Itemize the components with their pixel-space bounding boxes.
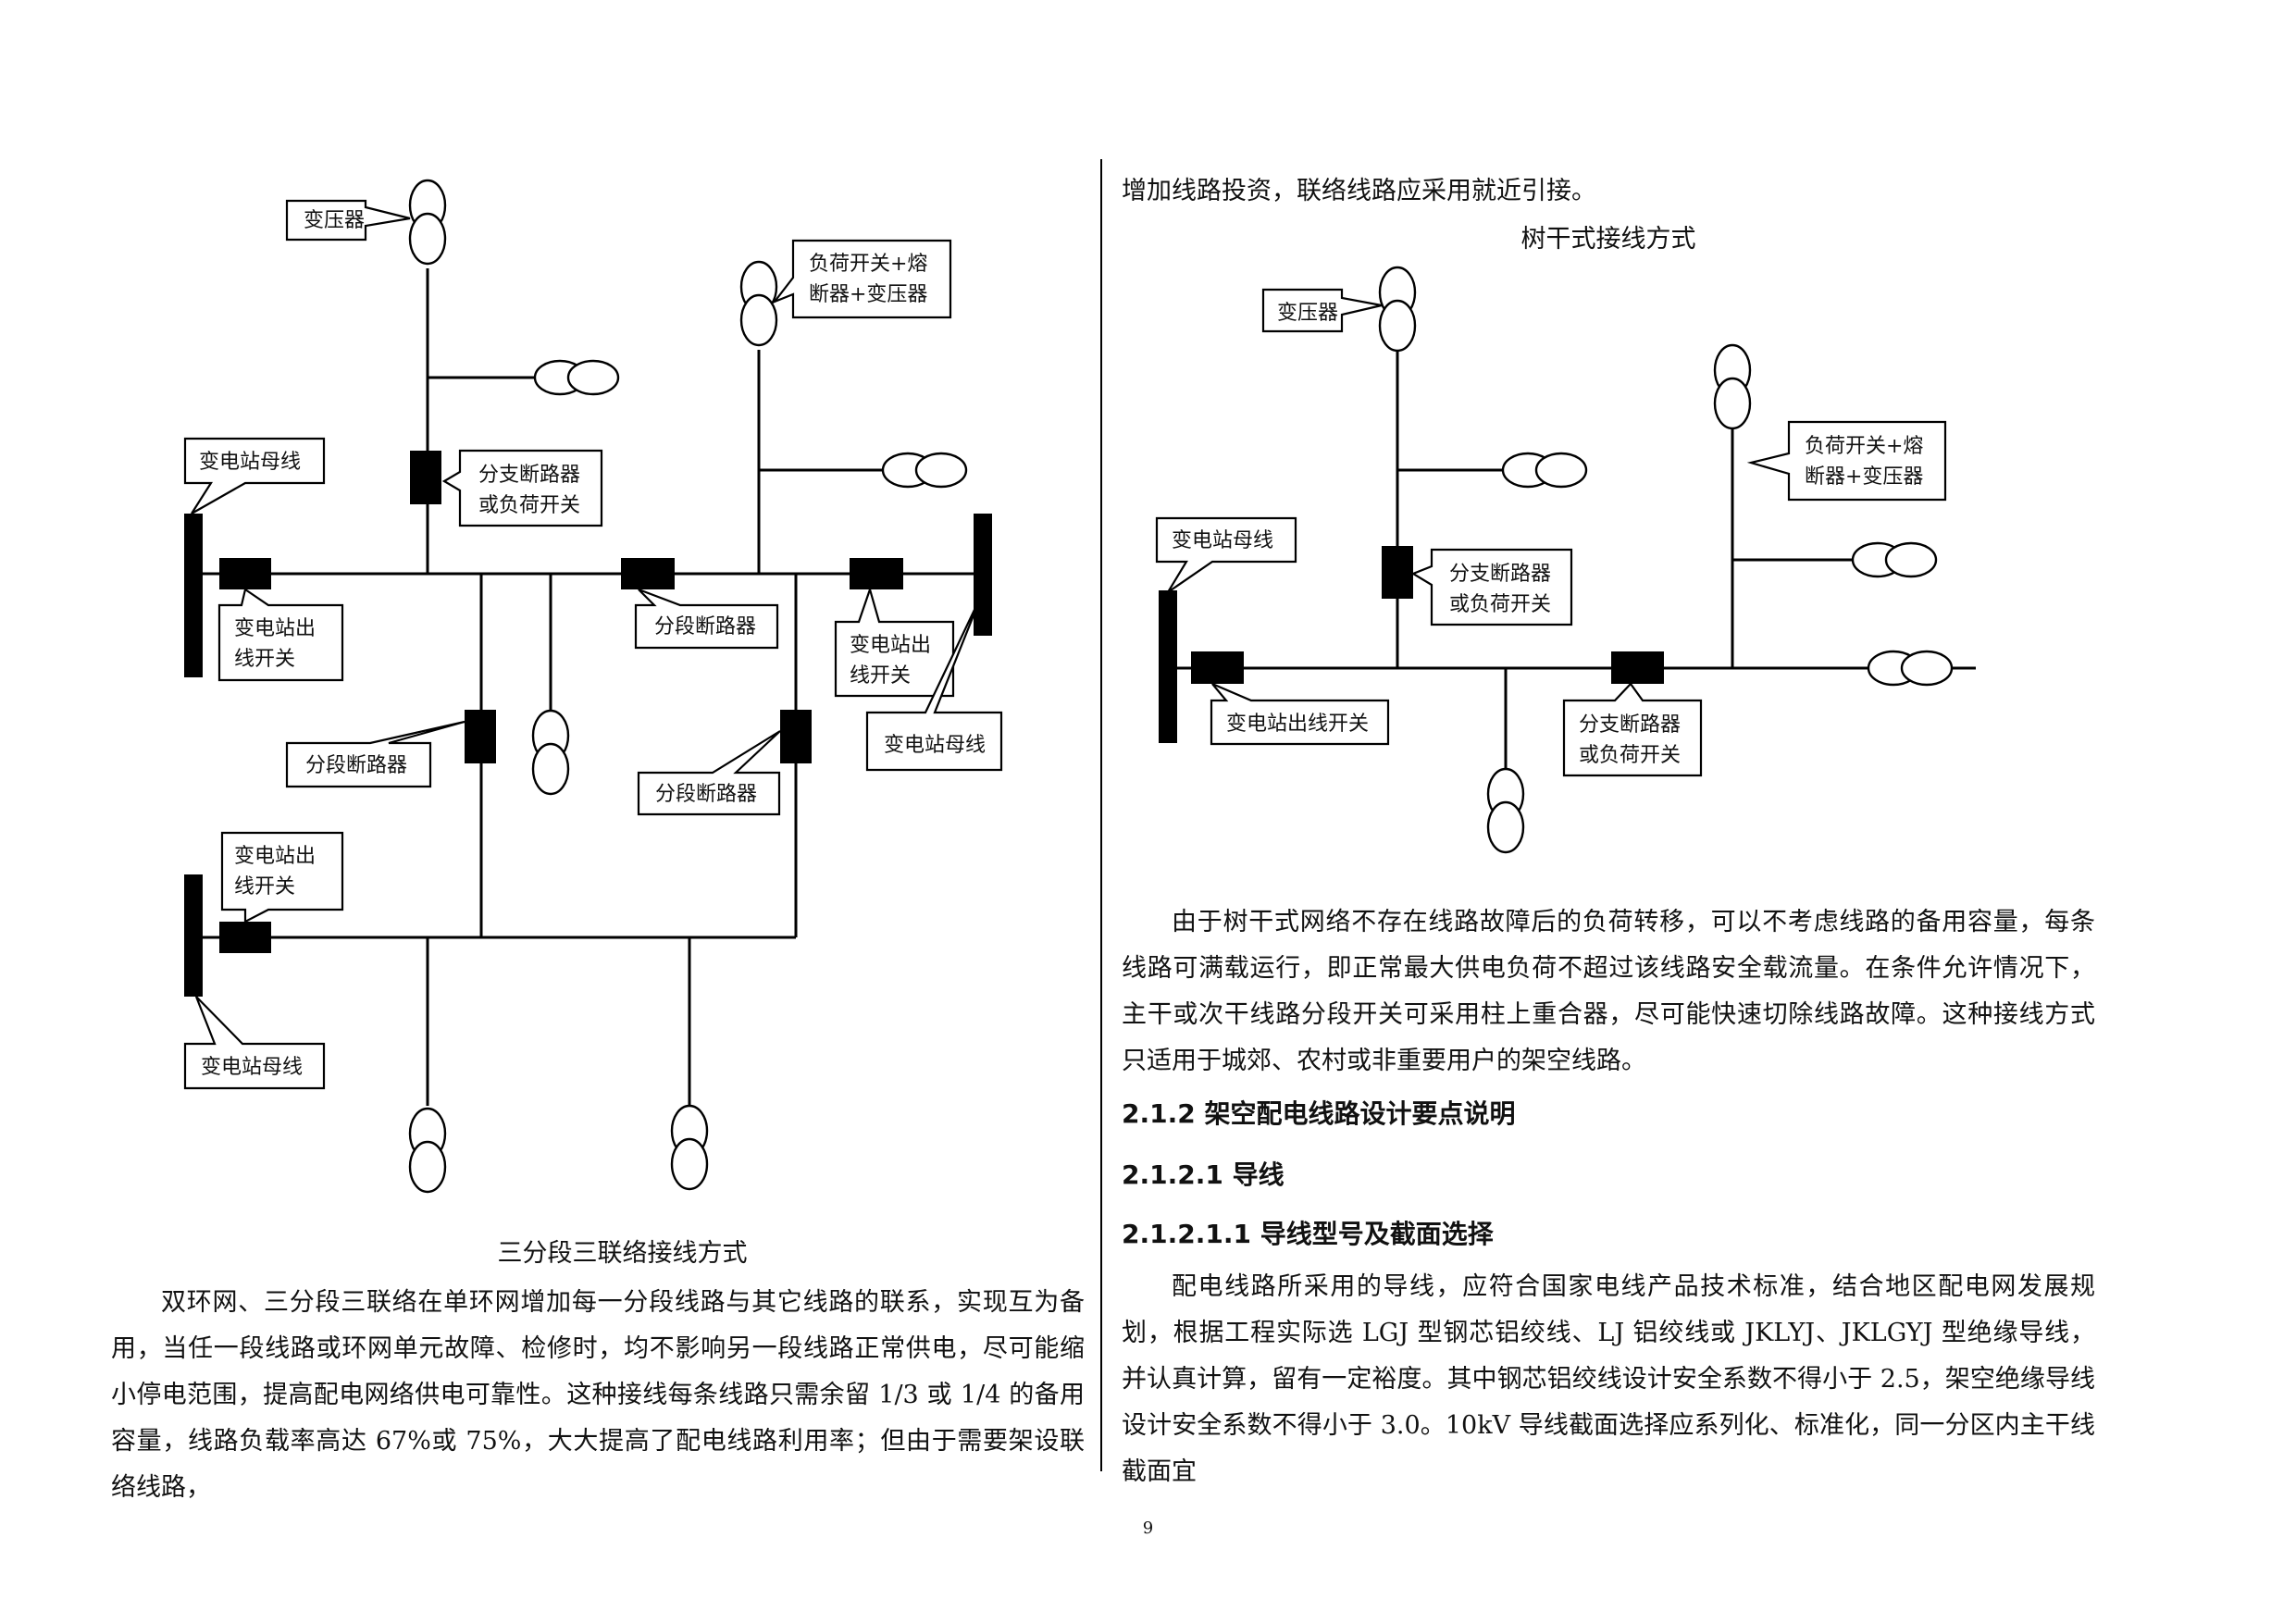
svg-text:负荷开关+熔: 负荷开关+熔 bbox=[809, 253, 927, 276]
transformer-icon bbox=[533, 359, 620, 396]
callout-sectional-branch: 分支断路器 或负荷开关 bbox=[1562, 682, 1703, 777]
section-heading: 2.1.2 架空配电线路设计要点说明 bbox=[1122, 1098, 1516, 1129]
svg-text:变电站出: 变电站出 bbox=[234, 617, 316, 640]
transformer-icon bbox=[739, 260, 778, 347]
transformer-icon bbox=[1851, 541, 1938, 578]
svg-text:变电站母线: 变电站母线 bbox=[199, 451, 301, 474]
transformer-icon bbox=[1486, 767, 1525, 854]
switch bbox=[219, 922, 271, 953]
transformer-icon bbox=[408, 179, 447, 266]
switch bbox=[780, 710, 812, 763]
svg-text:变电站母线: 变电站母线 bbox=[884, 734, 986, 757]
svg-text:或负荷开关: 或负荷开关 bbox=[1449, 593, 1551, 616]
transformer-icon bbox=[1713, 343, 1752, 430]
switch bbox=[410, 451, 441, 504]
callout-substation-bus: 变电站母线 bbox=[1155, 516, 1297, 593]
right-paragraph-2: 配电线路所采用的导线，应符合国家电线产品技术标准，结合地区配电网发展规划，根据工… bbox=[1122, 1272, 2095, 1486]
switch bbox=[465, 710, 496, 763]
column-divider bbox=[1100, 159, 1102, 1471]
subsubsection-heading: 2.1.2.1.1 导线型号及截面选择 bbox=[1122, 1219, 1494, 1249]
callout-substation-outlet-switch: 变电站出线开关 bbox=[1210, 682, 1390, 746]
svg-text:分支断路器: 分支断路器 bbox=[1579, 713, 1681, 737]
callout-load-switch: 负荷开关+熔 断器+变压器 bbox=[771, 239, 952, 319]
svg-text:变压器: 变压器 bbox=[304, 209, 365, 232]
callout-substation-outlet: 变电站出 线开关 bbox=[217, 588, 344, 682]
transformer-icon bbox=[1867, 650, 1954, 687]
svg-text:线开关: 线开关 bbox=[850, 664, 911, 688]
svg-text:或负荷开关: 或负荷开关 bbox=[478, 494, 580, 517]
transformer-icon bbox=[531, 709, 570, 796]
transformer-icon bbox=[1378, 266, 1417, 353]
svg-text:分段断路器: 分段断路器 bbox=[654, 615, 756, 638]
callout-sectional-breaker: 分段断路器 bbox=[634, 588, 779, 650]
svg-text:断器+变压器: 断器+变压器 bbox=[809, 283, 927, 306]
callout-sectional-breaker: 分段断路器 bbox=[285, 720, 465, 788]
svg-text:断器+变压器: 断器+变压器 bbox=[1805, 465, 1923, 489]
svg-text:变电站出: 变电站出 bbox=[850, 634, 931, 657]
subsection-heading: 2.1.2.1 导线 bbox=[1122, 1159, 1285, 1190]
bus-bar bbox=[184, 514, 203, 677]
switch bbox=[1382, 546, 1413, 599]
svg-text:线开关: 线开关 bbox=[234, 875, 295, 899]
svg-text:变电站母线: 变电站母线 bbox=[1172, 529, 1273, 552]
transformer-icon bbox=[670, 1104, 709, 1191]
switch bbox=[219, 558, 271, 589]
svg-text:分段断路器: 分段断路器 bbox=[305, 754, 407, 777]
callout-substation-outlet: 变电站出 线开关 bbox=[220, 831, 344, 924]
switch bbox=[1191, 651, 1244, 684]
right-diagram: 变压器 负荷开关+熔 断器+变压器 变电站母线 分支断路器 或负荷开关 变电站出… bbox=[1155, 266, 1976, 854]
svg-text:变压器: 变压器 bbox=[1277, 302, 1338, 325]
callout-substation-outlet: 变电站出 线开关 bbox=[834, 586, 955, 698]
svg-text:变电站母线: 变电站母线 bbox=[201, 1056, 303, 1079]
right-continuation: 增加线路投资，联络线路应采用就近引接。 bbox=[1122, 177, 1596, 205]
callout-substation-bus: 变电站母线 bbox=[865, 591, 1003, 772]
callout-branch-breaker: 分支断路器 或负荷开关 bbox=[1410, 548, 1573, 626]
callout-transformer: 变压器 bbox=[1261, 288, 1383, 333]
callout-branch-breaker: 分支断路器 或负荷开关 bbox=[441, 449, 603, 527]
right-paragraph-1: 由于树干式网络不存在线路故障后的负荷转移，可以不考虑线路的备用容量，每条线路可满… bbox=[1122, 908, 2095, 1075]
transformer-icon bbox=[881, 452, 968, 489]
transformer-icon bbox=[408, 1107, 447, 1194]
callout-load-switch: 负荷开关+熔 断器+变压器 bbox=[1746, 420, 1947, 502]
svg-text:负荷开关+熔: 负荷开关+熔 bbox=[1805, 435, 1923, 458]
svg-text:变电站出: 变电站出 bbox=[234, 845, 316, 868]
right-caption: 树干式接线方式 bbox=[1520, 225, 1696, 254]
switch bbox=[850, 558, 903, 589]
svg-text:线开关: 线开关 bbox=[234, 648, 295, 671]
left-diagram: 变压器 负荷开关+熔 断器+变压器 变电站母线 分支断路器 或负荷开关 变电站出… bbox=[183, 179, 1003, 1194]
svg-text:分段断路器: 分段断路器 bbox=[655, 783, 757, 806]
bus-bar bbox=[1159, 590, 1177, 743]
callout-substation-bus: 变电站母线 bbox=[183, 996, 326, 1090]
left-paragraph: 双环网、三分段三联络在单环网增加每一分段线路与其它线路的联系，实现互为备用，当任… bbox=[111, 1288, 1085, 1502]
bus-bar bbox=[184, 874, 203, 997]
switch bbox=[621, 558, 675, 589]
svg-text:变电站出线开关: 变电站出线开关 bbox=[1226, 713, 1369, 736]
bus-bar bbox=[974, 514, 992, 636]
svg-text:分支断路器: 分支断路器 bbox=[478, 464, 580, 487]
svg-text:或负荷开关: 或负荷开关 bbox=[1579, 744, 1681, 767]
left-caption: 三分段三联络接线方式 bbox=[497, 1239, 748, 1268]
transformer-icon bbox=[1501, 452, 1588, 489]
callout-sectional-breaker: 分段断路器 bbox=[637, 730, 781, 816]
callout-substation-bus: 变电站母线 bbox=[183, 437, 326, 514]
page-number: 9 bbox=[1142, 1519, 1154, 1538]
switch bbox=[1611, 651, 1664, 684]
callout-transformer: 变压器 bbox=[285, 199, 411, 242]
svg-text:分支断路器: 分支断路器 bbox=[1449, 563, 1551, 586]
